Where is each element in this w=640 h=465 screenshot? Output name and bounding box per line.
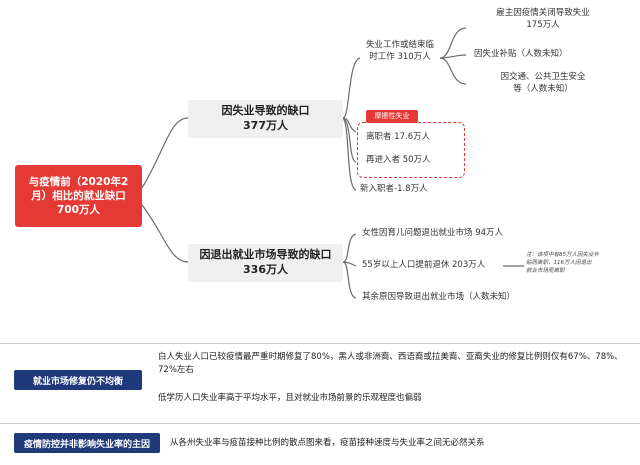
leavers-item: 离职者 17.6万人 [366,132,431,142]
women-childcare-item: 女性因育儿问题退出就业市场 94万人 [362,228,504,238]
transport-health-item: 因交通、公共卫生安全 等（人数未知） [500,72,586,94]
vaccine-not-main-cause-label: 疫情防控并非影响失业率的主因 [14,433,160,453]
frictional-unemployment-tag: 摩擦性失业 [366,110,418,123]
branch-exit-market-gap: 因退出就业市场导致的缺口 336万人 [188,244,343,282]
reentrants-item: 再进入者 50万人 [366,155,431,165]
new-entrants-item: 新入职者-1.8万人 [360,184,428,194]
unemployment-benefit-item: 因失业补贴（人数未知） [474,49,568,59]
divider-bottom [0,423,640,424]
early-retirement-item: 55岁以上人口提前退休 203万人 [362,260,486,270]
other-exit-item: 其余原因导致退出就业市场（人数未知） [362,292,516,302]
frictional-unemployment-box [357,122,465,178]
education-unemployment-text: 低学历人口失业率高于平均水平，且对就业市场前景的乐观程度也偏弱 [158,393,422,403]
race-recovery-text: 白人失业人口已较疫情最严重时期修复了80%，黑人或非洲裔、西语裔或拉美裔、亚裔失… [158,352,623,376]
divider-top [0,343,640,344]
root-node: 与疫情前（2020年2 月）相比的就业缺口 700万人 [15,165,142,227]
branch-unemployment-gap: 因失业导致的缺口 377万人 [188,100,343,138]
vaccine-scatter-text: 从各州失业率与疫苗接种比例的散点图来看，疫苗接种速度与失业率之间无必然关系 [170,438,485,448]
uneven-recovery-label: 就业市场修复仍不均衡 [14,370,142,390]
retirement-note: 注：该项中有85万人因失业补 贴而离职，116万人因退出 就业市场而离职 [526,252,599,274]
lost-or-ended-job-node: 失业工作或结束临 时工作 310万人 [365,40,434,62]
employer-closure-item: 雇主因疫情关闭导致失业 175万人 [496,8,590,30]
